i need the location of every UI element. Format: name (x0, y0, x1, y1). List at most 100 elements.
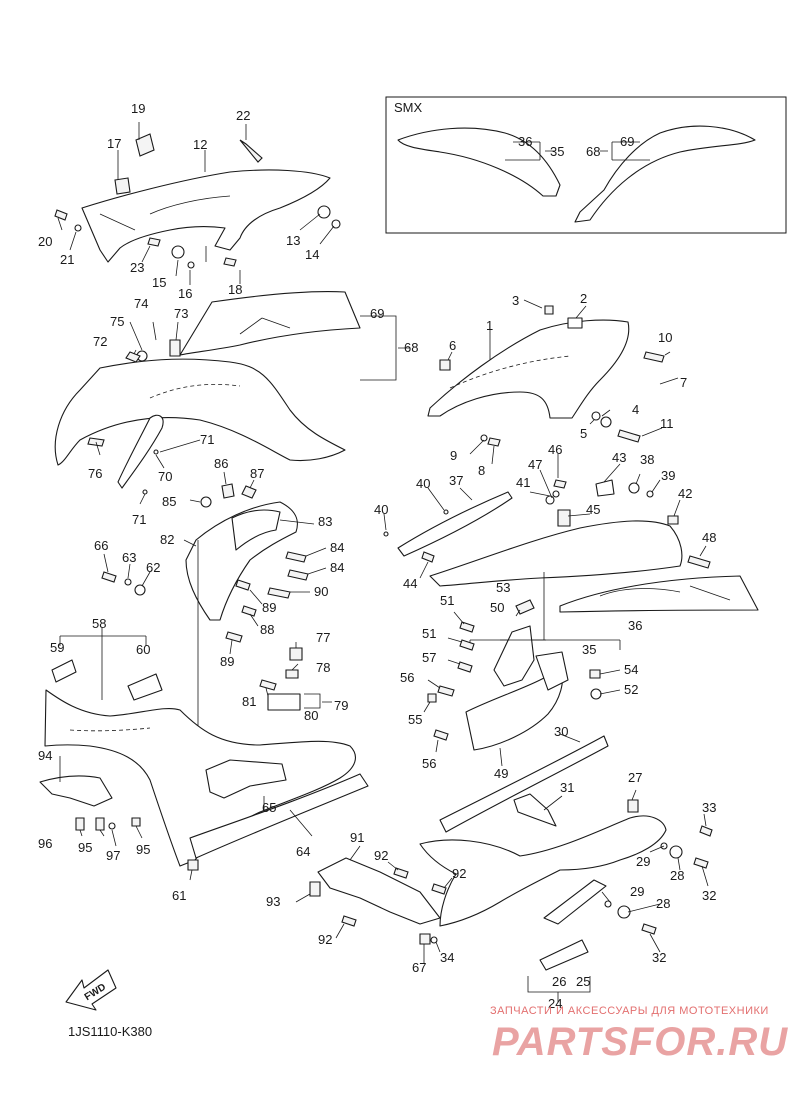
duct-50 (493, 625, 535, 687)
callout-51: 51 (422, 626, 436, 641)
group-lower-cowl-right: 30 31 27 33 29 28 32 29 28 32 91 92 92 9… (266, 724, 716, 1011)
bolt-66 (101, 571, 117, 583)
callout-17: 17 (107, 136, 121, 151)
bolt-81 (259, 679, 277, 691)
rivet-95a (95, 817, 105, 831)
callout-71: 71 (200, 432, 214, 447)
bolt-48 (687, 555, 711, 569)
collar-47 (552, 490, 560, 498)
washer-63 (124, 578, 132, 586)
bolt-32a (693, 857, 709, 869)
callout-58: 58 (92, 616, 106, 631)
group-cover-1: 3 2 1 10 6 7 4 5 11 9 8 (427, 291, 687, 478)
callout-5: 5 (580, 426, 587, 441)
group-bracket-12: 19 17 12 22 20 21 23 15 16 18 13 14 (38, 101, 341, 301)
callout-92: 92 (318, 932, 332, 947)
callout-85: 85 (162, 494, 176, 509)
lower-cowl-left (44, 689, 356, 867)
callout-35: 35 (550, 144, 564, 159)
callout-21: 21 (60, 252, 74, 267)
callout-36: 36 (628, 618, 642, 633)
callout-27: 27 (628, 770, 642, 785)
callout-15: 15 (152, 275, 166, 290)
callout-96: 96 (38, 836, 52, 851)
callout-48: 48 (702, 530, 716, 545)
callout-47: 47 (528, 457, 542, 472)
diagram-code: 1JS1110-K380 (68, 1024, 153, 1039)
collar-39 (646, 490, 654, 498)
group-duct-82: 86 87 85 83 82 84 84 90 89 88 89 (160, 456, 344, 760)
leaders-group-82 (183, 471, 327, 760)
grommet-2 (567, 317, 583, 329)
callout-60: 60 (136, 642, 150, 657)
screw-46 (553, 479, 567, 489)
callout-69: 69 (620, 134, 634, 149)
callout-90: 90 (314, 584, 328, 599)
group-cover-35: 40 37 40 44 46 47 41 45 43 38 39 42 48 3… (374, 442, 759, 657)
decal-36 (559, 575, 759, 613)
strip-30 (439, 735, 609, 833)
bracket-12-detail (99, 195, 231, 231)
clip-27 (627, 799, 639, 813)
callout-54: 54 (624, 662, 638, 677)
collar-29b (604, 900, 612, 908)
leaders-group-35 (383, 454, 707, 579)
callout-24: 24 (548, 996, 562, 1011)
collar-86 (221, 483, 235, 499)
bolt-84b (287, 569, 309, 581)
bracket-49 (465, 669, 563, 751)
callout-39: 39 (661, 468, 675, 483)
callout-22: 22 (236, 108, 250, 123)
callout-69: 69 (370, 306, 384, 321)
callout-59: 59 (50, 640, 64, 655)
grommet-13 (317, 205, 331, 219)
grommet-38 (628, 482, 640, 494)
leaders-group-49 (423, 609, 621, 767)
clip-17 (114, 177, 131, 195)
callout-32: 32 (702, 888, 716, 903)
leaders-group-lower-right (295, 733, 709, 1002)
callout-84: 84 (330, 540, 344, 555)
collar-3 (544, 305, 554, 315)
bolt-20 (54, 209, 68, 221)
callout-36: 36 (518, 134, 532, 149)
lower-cowl-right (419, 815, 667, 927)
fwd-indicator: FWD (65, 969, 117, 1011)
callout-1: 1 (486, 318, 493, 333)
smx-inset-frame (385, 96, 787, 234)
smx-side-cover-left (397, 127, 561, 197)
callout-75: 75 (110, 314, 124, 329)
washer-41 (545, 495, 555, 505)
callout-40: 40 (374, 502, 388, 517)
callout-56: 56 (400, 670, 414, 685)
bolt-77 (289, 647, 303, 661)
callout-71: 71 (132, 512, 146, 527)
callout-35: 35 (582, 642, 596, 657)
collar-16 (187, 261, 195, 269)
grommet-62 (134, 584, 146, 596)
watermark-tagline: ЗАПЧАСТИ И АКСЕССУАРЫ ДЛЯ МОТОТЕХНИКИ (490, 1005, 769, 1017)
callout-44: 44 (403, 576, 417, 591)
washer-21 (74, 224, 82, 232)
callout-61: 61 (172, 888, 186, 903)
grommet-52 (590, 688, 602, 700)
callout-49: 49 (494, 766, 508, 781)
callout-68: 68 (586, 144, 600, 159)
callout-26: 26 (552, 974, 566, 989)
decal-26 (539, 939, 589, 971)
smx-leader-left (505, 141, 555, 161)
smx-leader-right (600, 141, 650, 161)
callout-25: 25 (576, 974, 590, 989)
bolt-44 (421, 551, 435, 563)
group-side-cowl-68: 69 68 74 75 73 72 76 71 70 71 (54, 291, 418, 527)
callout-29: 29 (630, 884, 644, 899)
washer-97 (108, 822, 116, 830)
washer-71b (142, 489, 148, 495)
callout-19: 19 (131, 101, 145, 116)
callout-65: 65 (262, 800, 276, 815)
rivet-55 (427, 693, 437, 703)
clip-78 (285, 669, 299, 679)
clip-19 (135, 133, 155, 157)
callout-73: 73 (174, 306, 188, 321)
